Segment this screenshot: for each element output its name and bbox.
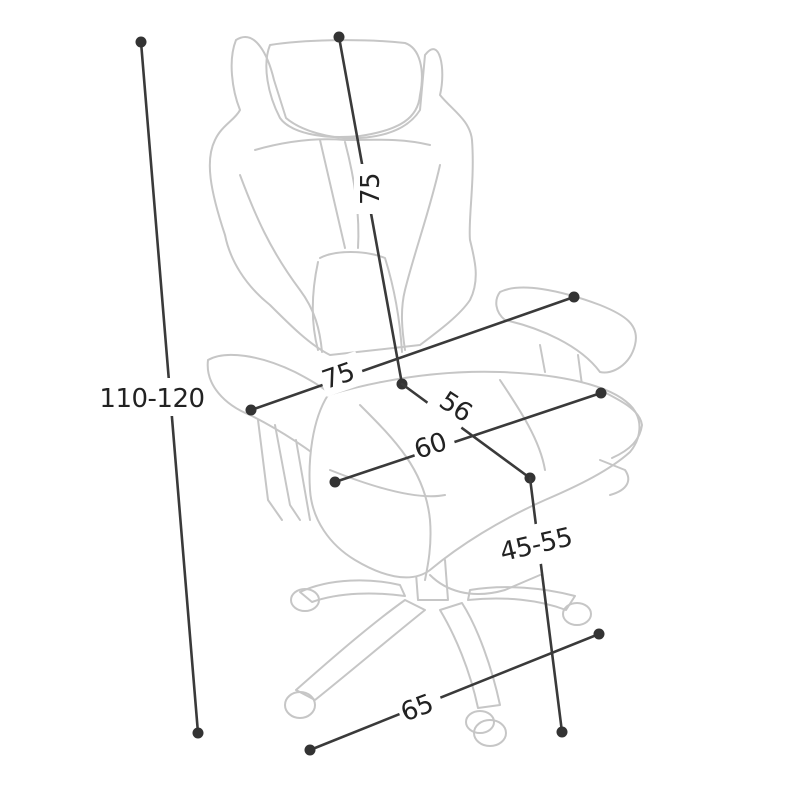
- backrest: [208, 36, 477, 356]
- gas-column: [414, 559, 449, 601]
- seat-width-right-dot: [595, 387, 607, 399]
- headrest: [265, 39, 423, 139]
- overall-width-left-dot: [245, 404, 257, 416]
- total-height-bottom-dot: [192, 727, 204, 739]
- backrest-height-label: 75: [356, 173, 386, 205]
- total-height-top-dot: [135, 36, 147, 48]
- seat-width-line: [333, 391, 603, 484]
- dimension-lines: 110-120 75 75 56 60 45-55 65: [99, 31, 607, 756]
- total-height-label: 110-120: [99, 384, 204, 414]
- chair-base: [284, 579, 592, 747]
- office-chair-drawing: [206, 36, 643, 747]
- seat-width-left-dot: [329, 476, 341, 488]
- overall-width-right-dot: [568, 291, 580, 303]
- footrest: [599, 389, 643, 459]
- backrest-height-top-dot: [333, 31, 345, 43]
- base-width-line: [308, 632, 601, 752]
- base-width-right-dot: [593, 628, 605, 640]
- seat-height-bottom-dot: [556, 726, 568, 738]
- seat-depth-line: [400, 382, 532, 480]
- overall-width-line: [249, 295, 576, 412]
- base-width-left-dot: [304, 744, 316, 756]
- seat-height-line: [528, 476, 564, 734]
- seat-cushion: [308, 370, 641, 579]
